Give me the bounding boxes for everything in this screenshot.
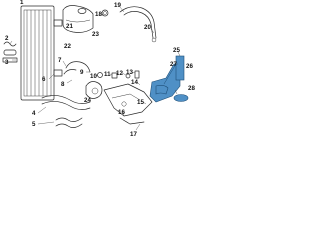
callout-13: 13 (126, 69, 133, 76)
callout-25: 25 (173, 47, 180, 54)
callout-21: 21 (66, 23, 73, 30)
reservoir-cap (101, 9, 109, 17)
middle-hose (63, 61, 91, 75)
callout-16: 16 (118, 109, 125, 116)
callout-18: 18 (95, 11, 102, 18)
callout-14: 14 (131, 79, 138, 86)
lower-hose-assembly (41, 95, 91, 128)
callout-17: 17 (130, 131, 137, 138)
callout-2: 2 (5, 35, 9, 42)
callout-9: 9 (80, 69, 84, 76)
callout-5: 5 (32, 121, 36, 128)
callout-26: 26 (186, 63, 193, 70)
callout-1: 1 (20, 0, 24, 6)
callout-leaders (9, 6, 181, 131)
coolant-reservoir (62, 5, 94, 33)
upper-coolant-hose (119, 6, 157, 43)
callout-19: 19 (114, 2, 121, 9)
callout-12: 12 (116, 70, 123, 77)
highlighted-coolant-pipe (149, 55, 189, 103)
callout-3: 3 (5, 59, 9, 66)
callout-20: 20 (144, 24, 151, 31)
callout-27: 27 (170, 61, 177, 68)
callout-6: 6 (42, 76, 46, 83)
callout-labels: 1 2 3 4 5 6 7 8 9 10 11 12 13 14 15 16 1… (5, 0, 195, 138)
callout-11: 11 (104, 71, 111, 78)
callout-15: 15 (137, 99, 144, 106)
callout-28: 28 (188, 85, 195, 92)
callout-10: 10 (90, 73, 97, 80)
radiator-assembly (20, 5, 63, 101)
callout-7: 7 (58, 57, 62, 64)
exploded-parts-diagram: 1 2 3 4 5 6 7 8 9 10 11 12 13 14 15 16 1… (2, 0, 195, 138)
callout-23: 23 (92, 31, 99, 38)
thermostat-housing (85, 81, 103, 99)
callout-24: 24 (84, 97, 91, 104)
support-bracket (103, 83, 153, 125)
callout-22: 22 (64, 43, 71, 50)
callout-8: 8 (61, 81, 65, 88)
callout-4: 4 (32, 110, 36, 117)
